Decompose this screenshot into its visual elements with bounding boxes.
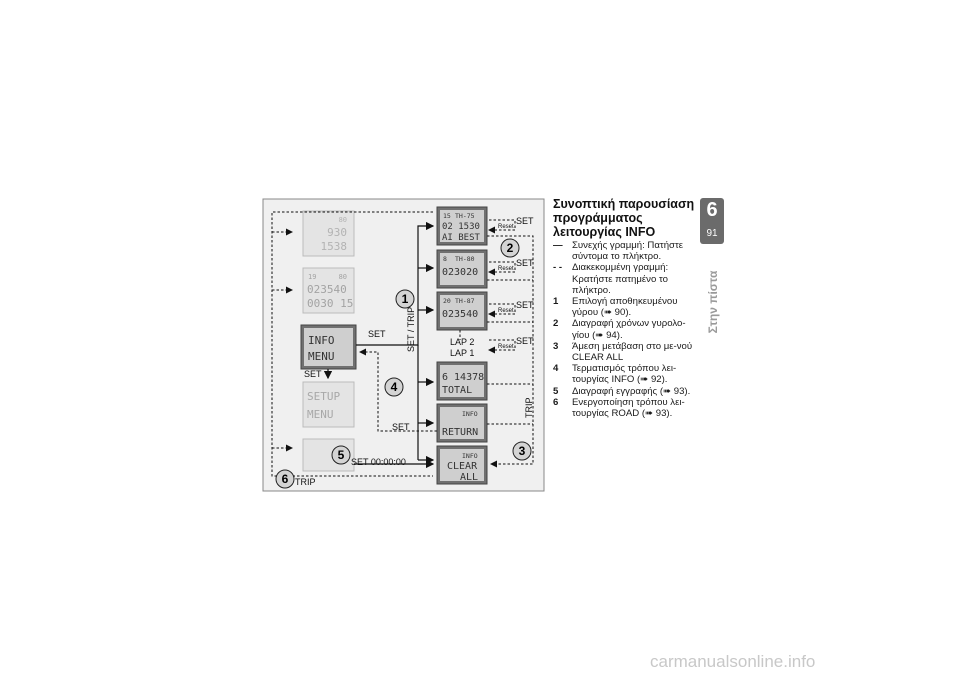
svg-text:TH-80: TH-80 xyxy=(455,255,475,263)
label-set-trip: SET / TRIP xyxy=(406,307,416,352)
label-lap-2: LAP 2 xyxy=(450,337,474,347)
svg-text:15: 15 xyxy=(443,212,451,220)
label-reset-1: Reset xyxy=(498,224,514,230)
svg-text:MENU: MENU xyxy=(307,408,334,421)
display-odo: 80 930 1538 xyxy=(302,210,355,257)
svg-text:INFO: INFO xyxy=(308,334,335,347)
svg-text:RETURN: RETURN xyxy=(442,427,478,438)
label-set-return: SET xyxy=(392,422,410,432)
solid-flow-lines xyxy=(323,221,435,469)
chapter-number: 6 xyxy=(706,199,718,221)
svg-text:ALL: ALL xyxy=(460,472,478,483)
label-lap-1: LAP 1 xyxy=(450,348,474,358)
svg-text:0030 15: 0030 15 xyxy=(307,297,353,310)
marker-1: 1 xyxy=(402,292,409,306)
display-lap-8: 8 TH-80 023020 xyxy=(436,249,488,289)
svg-text:1538: 1538 xyxy=(321,240,348,253)
svg-text:19: 19 xyxy=(308,273,316,281)
svg-text:02 1530: 02 1530 xyxy=(442,222,480,232)
svg-text:8: 8 xyxy=(443,255,447,263)
svg-text:SETUP: SETUP xyxy=(307,390,340,403)
svg-text:023540: 023540 xyxy=(307,283,347,296)
label-set-reset-1: SET xyxy=(516,216,534,226)
svg-text:023540: 023540 xyxy=(442,309,478,320)
label-set-clear: SET 00:00:00 xyxy=(351,457,406,467)
label-set-reset-2: SET xyxy=(516,258,534,268)
chapter-tab xyxy=(700,198,724,244)
display-clear-all: INFO CLEAR ALL xyxy=(436,445,488,485)
label-reset-4: Reset xyxy=(498,344,514,350)
label-reset-3: Reset xyxy=(498,308,514,314)
label-trip-bottom: TRIP xyxy=(295,477,316,487)
marker-6: 6 xyxy=(282,472,289,486)
watermark: carmanualsonline.info xyxy=(650,652,816,671)
display-lap-time: 19 80 023540 0030 15 xyxy=(302,267,355,314)
marker-4: 4 xyxy=(391,380,398,394)
display-lap-20: 20 TH-87 023540 xyxy=(436,291,488,331)
svg-text:930: 930 xyxy=(327,226,347,239)
display-total: 6 14378 TOTAL xyxy=(436,361,488,401)
display-return: INFO RETURN xyxy=(436,403,488,443)
svg-text:AI BEST: AI BEST xyxy=(442,233,481,243)
marker-5: 5 xyxy=(338,448,345,462)
svg-text:TH-75: TH-75 xyxy=(455,212,475,220)
marker-3: 3 xyxy=(519,444,526,458)
marker-2: 2 xyxy=(507,241,514,255)
svg-text:TH-87: TH-87 xyxy=(455,297,475,305)
svg-text:80: 80 xyxy=(339,216,347,224)
dashed-flow-lines xyxy=(271,211,534,477)
svg-text:023020: 023020 xyxy=(442,267,478,278)
label-set-info: SET xyxy=(368,329,386,339)
svg-text:INFO: INFO xyxy=(462,410,478,418)
label-reset-2: Reset xyxy=(498,266,514,272)
display-info-menu: INFO MENU xyxy=(300,324,357,370)
svg-text:INFO: INFO xyxy=(462,452,478,460)
legend-item: - -Διακεκομμένη γραμμή: Κρατήστε πατημέν… xyxy=(553,262,669,296)
svg-text:TOTAL: TOTAL xyxy=(442,385,472,396)
svg-text:6 14378: 6 14378 xyxy=(442,372,484,383)
svg-text:20: 20 xyxy=(443,297,451,305)
label-set-reset-4: SET xyxy=(516,336,534,346)
svg-text:80: 80 xyxy=(339,273,347,281)
page-number: 91 xyxy=(706,228,718,239)
label-set-reset-3: SET xyxy=(516,300,534,310)
display-best-lap: 15 TH-75 02 1530 AI BEST xyxy=(436,206,488,246)
legend-item: —Συνεχής γραμμή: Πατήστε σύντομα το πλήκ… xyxy=(553,240,684,263)
label-trip-right: TRIP xyxy=(524,397,534,418)
label-set-down: SET xyxy=(304,369,322,379)
svg-text:MENU: MENU xyxy=(308,350,335,363)
svg-text:CLEAR: CLEAR xyxy=(447,461,478,472)
legend-list: —Συνεχής γραμμή: Πατήστε σύντομα το πλήκ… xyxy=(553,240,703,419)
section-side-title: Στην πίστα xyxy=(706,270,720,334)
section-heading: Συνοπτική παρουσίαση προγράμματος λειτου… xyxy=(553,197,695,239)
display-setup-menu: SETUP MENU xyxy=(302,381,355,428)
